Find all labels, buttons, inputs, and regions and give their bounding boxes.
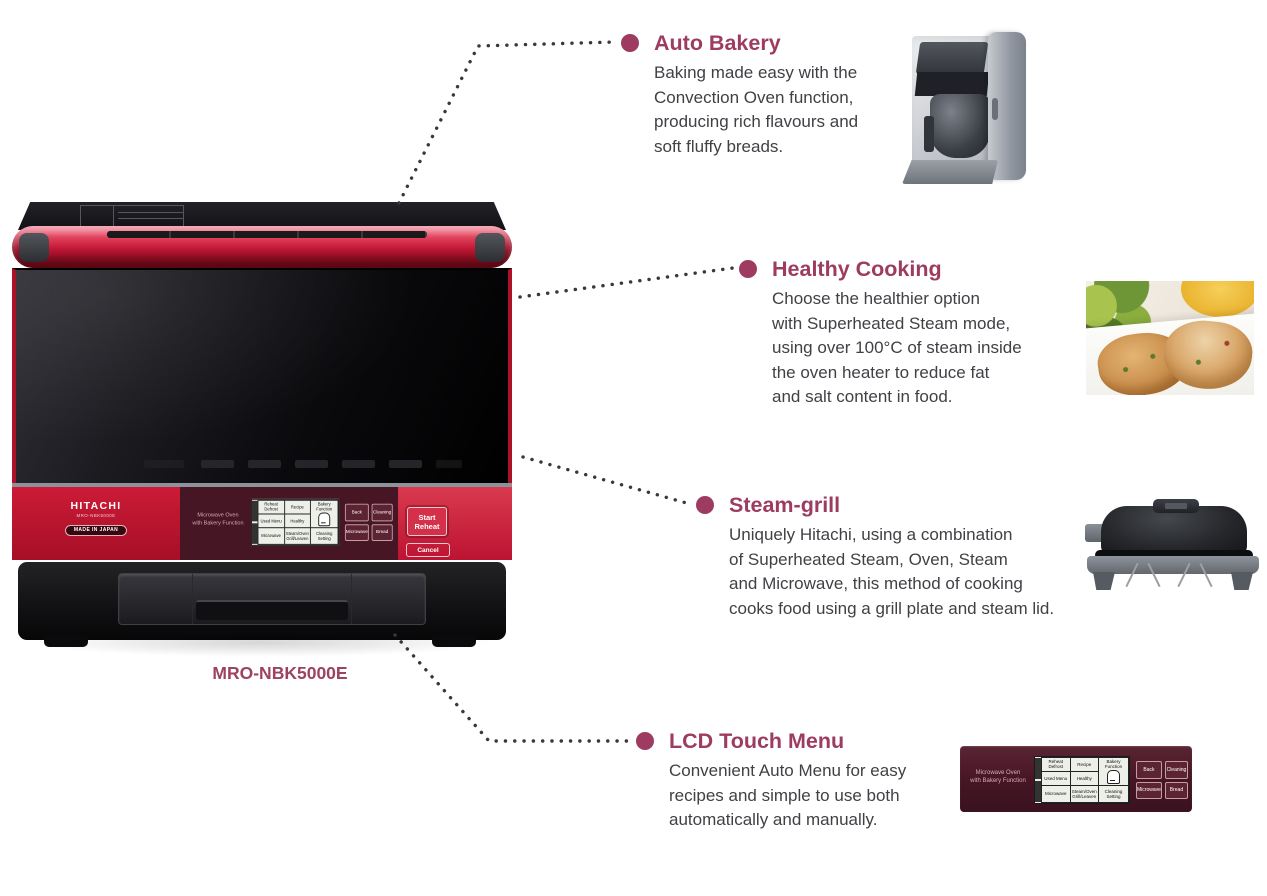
lcd-cell-recipe: Recipe <box>284 500 311 514</box>
lcd-side-tabs <box>1035 757 1041 803</box>
leader-line-steam-grill <box>521 455 692 506</box>
lcd-menu-grid: Reheat Defrost Recipe Bakery Function Us… <box>257 499 339 545</box>
bakery-function-label: Bakery Function <box>316 501 333 512</box>
panel-caption: Microwave Oven with Bakery Function <box>192 512 244 526</box>
bread-maker-bowl <box>930 94 990 158</box>
brand-section: HITACHI MRO-NBK5000E MADE IN JAPAN <box>12 487 180 560</box>
lcd-cell-cleaning-setting: Cleaning Setting <box>310 528 338 544</box>
panel-button-back: Back <box>344 503 369 521</box>
lcd-touch-panel-image: Microwave Oven with Bakery Function Rehe… <box>960 746 1192 812</box>
bread-maker-door <box>988 32 1026 180</box>
grill-rim <box>1095 550 1253 560</box>
lcd-cell-healthy: Healthy <box>1070 771 1099 785</box>
feature-body: Baking made easy with the Convection Ove… <box>654 63 859 156</box>
bullet-dot <box>621 34 639 52</box>
lcd-cell-healthy: Healthy <box>284 514 311 528</box>
lcd-cell-reheat-defrost: Reheat Defrost <box>1042 758 1070 771</box>
bullet-dot <box>636 732 654 750</box>
foot-left <box>44 635 88 647</box>
bread-maker-cavity <box>914 72 990 96</box>
lcd-side-tabs <box>252 500 258 545</box>
bakery-function-label: Bakery Function <box>1104 758 1123 769</box>
door-touch-buttons-row <box>16 460 508 470</box>
grill-base-tray <box>1087 556 1259 574</box>
feature-body: Convenient Auto Menu for easy recipes an… <box>669 761 907 829</box>
grill-leg-left <box>1093 572 1115 590</box>
lcd-screen: Reheat Defrost Recipe Bakery Function Us… <box>1034 756 1130 804</box>
handle-end-cap-right <box>475 233 505 262</box>
lcd-cell-microwave: Microwave <box>258 528 284 544</box>
grill-dome-lid <box>1101 506 1247 556</box>
feature-lcd-touch-menu: LCD Touch Menu Convenient Auto Menu for … <box>636 729 969 833</box>
lcd-cell-microwave: Microwave <box>1042 785 1070 802</box>
feature-title: LCD Touch Menu <box>669 729 845 753</box>
control-panel: HITACHI MRO-NBK5000E MADE IN JAPAN Micro… <box>12 487 512 560</box>
lcd-cell-steam-oven: Steam/Oven Grill/Leaven <box>1070 785 1099 802</box>
panel-button-bread: Bread <box>1164 781 1188 799</box>
feature-title: Auto Bakery <box>654 31 781 55</box>
lcd-cell-cleaning-setting: Cleaning Setting <box>1099 785 1128 802</box>
steam-grill-plate-image <box>1085 498 1261 592</box>
cancel-button: Cancel <box>406 543 450 557</box>
door-sill-strip <box>12 483 512 487</box>
lcd-panel-component: Microwave Oven with Bakery Function Rehe… <box>183 489 396 554</box>
made-in-japan-badge: MADE IN JAPAN <box>64 524 128 536</box>
lcd-panel-component: Microwave Oven with Bakery Function Rehe… <box>960 746 1192 812</box>
model-caption: MRO-NBK5000E <box>212 663 348 683</box>
model-number-small: MRO-NBK5000E <box>76 513 116 518</box>
panel-button-cleaning: Cleaning <box>1164 761 1188 779</box>
panel-button-cleaning: Cleaning <box>371 503 393 521</box>
lcd-screen: Reheat Defrost Recipe Bakery Function Us… <box>251 498 340 546</box>
panel-caption: Microwave Oven with Bakery Function <box>970 770 1026 784</box>
microwave-oven-image: HITACHI MRO-NBK5000E MADE IN JAPAN Micro… <box>12 196 512 658</box>
bullet-dot <box>739 260 757 278</box>
grilled-chicken-dish-image <box>1086 281 1254 395</box>
feature-healthy-cooking: Healthy Cooking Choose the healthier opt… <box>739 257 1092 410</box>
base-drawer-unit <box>18 562 506 647</box>
floor-shadow <box>12 636 512 658</box>
glass-door <box>12 268 512 485</box>
panel-button-bread: Bread <box>371 523 393 541</box>
brand-logo: HITACHI <box>70 500 122 512</box>
lcd-cell-used-menu: Used Menu <box>258 514 284 528</box>
feature-title: Healthy Cooking <box>772 257 942 281</box>
start-section: Start Reheat Cancel <box>398 487 512 560</box>
lcd-cell-reheat-defrost: Reheat Defrost <box>258 500 284 514</box>
feature-auto-bakery: Auto Bakery Baking made easy with the Co… <box>621 31 914 159</box>
panel-button-back: Back <box>1136 761 1162 779</box>
bread-maker-tray <box>902 160 998 184</box>
bread-maker-knob <box>924 116 934 152</box>
lcd-cell-recipe: Recipe <box>1070 758 1099 771</box>
bread-maker-accessory-image <box>902 22 1032 188</box>
lcd-panel-section: Microwave Oven with Bakery Function Rehe… <box>180 487 398 560</box>
bread-maker-top-unit <box>915 42 989 74</box>
start-reheat-button: Start Reheat <box>407 507 447 536</box>
spec-label-plate <box>80 205 184 228</box>
vent-slot <box>107 231 427 238</box>
lcd-cell-bakery-function: Bakery Function <box>1099 758 1128 785</box>
feature-steam-grill: Steam-grill Uniquely Hitachi, using a co… <box>696 493 1099 621</box>
bread-icon <box>1107 769 1121 784</box>
leader-line-auto-bakery <box>397 40 616 205</box>
panel-button-group: Back Cleaning Microwave Bread <box>1136 761 1188 799</box>
water-drawer <box>118 573 426 625</box>
bullet-dot <box>696 496 714 514</box>
panel-button-group: Back Cleaning Microwave Bread <box>344 503 393 541</box>
grill-lid-handle <box>1153 499 1199 513</box>
lcd-cell-bakery-function: Bakery Function <box>310 500 338 528</box>
lcd-cell-used-menu: Used Menu <box>1042 771 1070 785</box>
panel-button-microwave: Microwave <box>1136 781 1162 799</box>
feature-title: Steam-grill <box>729 493 841 517</box>
grill-leg-right <box>1231 572 1253 590</box>
handle-end-cap-left <box>19 233 49 262</box>
bread-icon <box>318 512 331 527</box>
feature-body: Choose the healthier option with Superhe… <box>772 289 1022 406</box>
panel-button-microwave: Microwave <box>344 523 369 541</box>
lcd-cell-steam-oven: Steam/Oven Grill/Leaven <box>284 528 311 544</box>
lcd-menu-grid: Reheat Defrost Recipe Bakery Function Us… <box>1041 757 1129 803</box>
leader-line-healthy-cooking <box>518 266 735 299</box>
feature-body: Uniquely Hitachi, using a combination of… <box>729 525 1055 618</box>
lemon-garnish <box>1181 281 1254 317</box>
